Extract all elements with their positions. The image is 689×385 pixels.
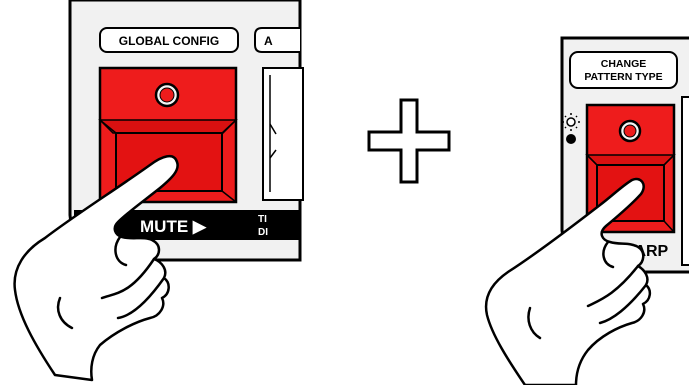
side-label-bottom: DI xyxy=(258,227,268,238)
change-pattern-label-line2: PATTERN TYPE xyxy=(584,71,662,83)
side-label-top: TI xyxy=(258,214,267,225)
mute-label: MUTE ▶ xyxy=(140,217,207,236)
plus-icon xyxy=(369,100,449,182)
cut-label: A xyxy=(264,34,273,48)
global-config-label: GLOBAL CONFIG xyxy=(119,34,219,48)
change-pattern-label-line1: CHANGE xyxy=(601,58,647,70)
status-dot-icon xyxy=(566,134,576,144)
